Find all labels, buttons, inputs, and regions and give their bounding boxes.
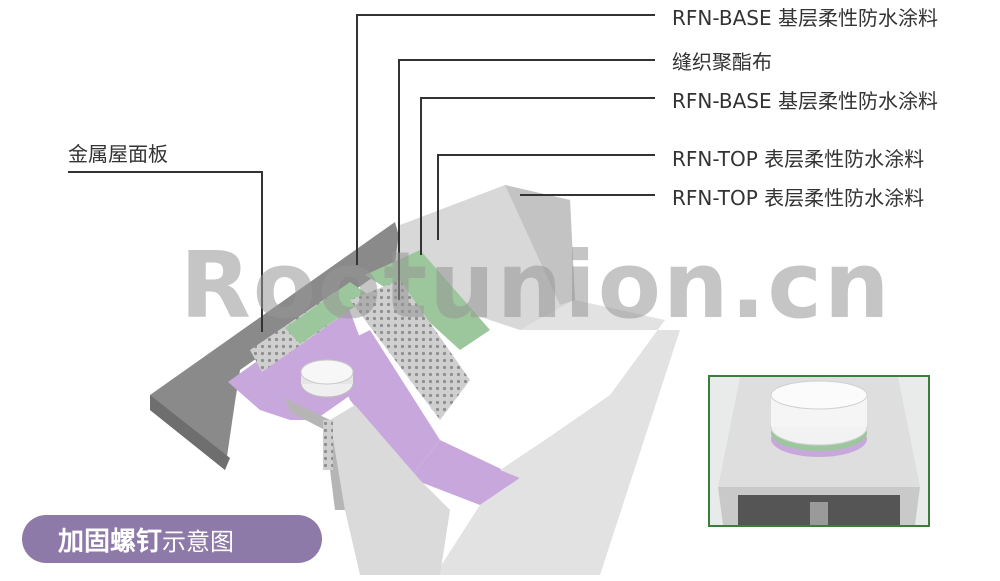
top-membrane-sheet (435, 300, 680, 575)
ridge-white-face (505, 185, 575, 305)
leader-lines (68, 14, 655, 332)
callout-metal-roof-panel: 金属屋面板 (68, 142, 168, 166)
fastener-detail-inset (708, 375, 930, 527)
ridge-green (365, 250, 490, 350)
layer-green-left (285, 282, 370, 344)
ridge-purple (330, 330, 440, 478)
callout-polyester-fabric: 缝织聚酯布 (672, 50, 772, 74)
inset-screw-head-top (770, 380, 868, 410)
callout-rfn-top-2: RFN-TOP 表层柔性防水涂料 (672, 186, 925, 210)
screw-thread (323, 420, 333, 470)
metal-roof-panel-edge (150, 395, 230, 470)
badge-bold-text: 加固螺钉 (58, 526, 163, 557)
screw-head-top (300, 359, 354, 385)
callout-rfn-base-1: RFN-BASE 基层柔性防水涂料 (672, 6, 938, 30)
ridge-purple-flat (410, 440, 520, 505)
fastener-detail-illustration (710, 377, 928, 525)
inset-screw-shank (810, 502, 828, 525)
watermark: Rootunion.cn (180, 232, 892, 339)
badge-normal-text: 示意图 (162, 527, 235, 556)
callout-rfn-base-2: RFN-BASE 基层柔性防水涂料 (672, 89, 938, 113)
ridge-polyester (350, 280, 470, 420)
metal-roof-panel (150, 222, 400, 470)
top-membrane-front (330, 405, 450, 575)
reinforcement-screw-badge: 加固螺钉 示意图 (22, 515, 322, 563)
callout-rfn-top-1: RFN-TOP 表层柔性防水涂料 (672, 147, 925, 171)
